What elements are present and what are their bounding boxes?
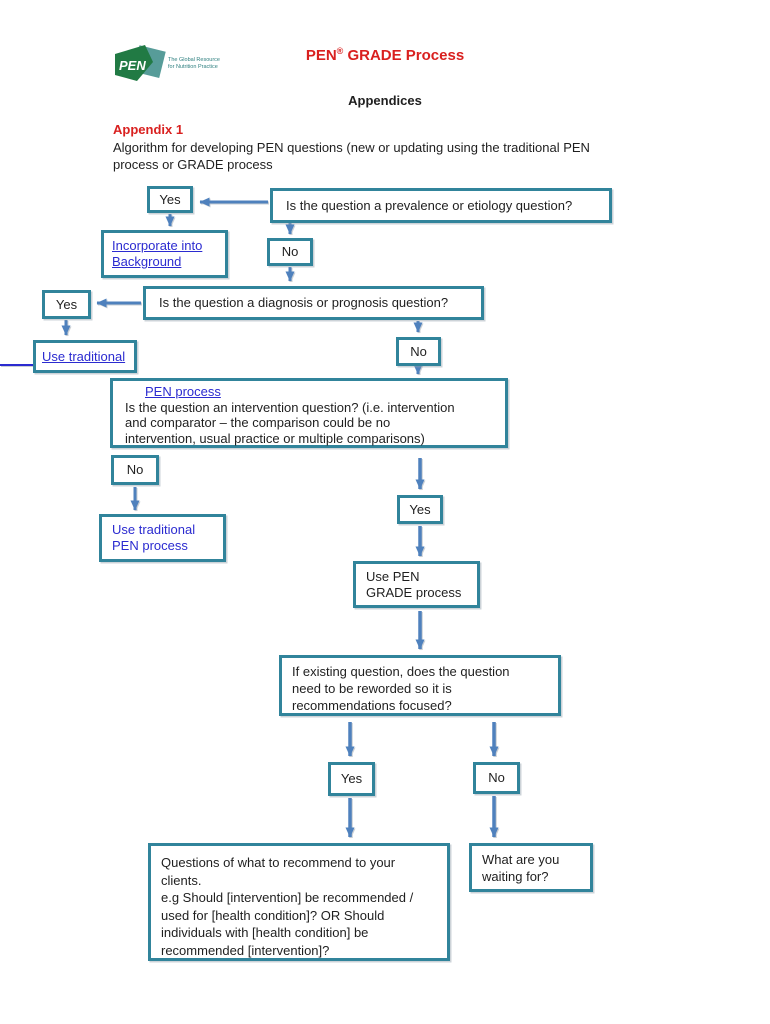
node-question-reword: If existing question, does the question … bbox=[279, 655, 561, 716]
node-no-intervention: No bbox=[111, 455, 159, 485]
node-label: No bbox=[410, 343, 427, 359]
title-pen: PEN bbox=[305, 47, 337, 64]
page-title: PEN® GRADE Process bbox=[0, 46, 770, 64]
pen-logo: PEN The Global Resource for Nutrition Pr… bbox=[110, 42, 240, 90]
node-label: Use PEN GRADE process bbox=[366, 568, 462, 600]
appendix-label: Appendix 1 bbox=[113, 122, 184, 137]
node-question-intervention: PEN process Is the question an intervent… bbox=[110, 378, 508, 448]
node-question-diagnosis: Is the question a diagnosis or prognosis… bbox=[143, 286, 484, 320]
node-use-traditional-pen: Use traditional PEN process bbox=[99, 514, 226, 562]
node-label: No bbox=[488, 770, 505, 785]
pen-process-link[interactable]: PEN process bbox=[145, 384, 221, 399]
node-label: Yes bbox=[159, 191, 181, 207]
logo-text: PEN bbox=[119, 58, 146, 73]
node-no-diagnosis: No bbox=[396, 337, 441, 366]
logo-tagline-line1: The Global Resource bbox=[168, 57, 220, 63]
node-label: No bbox=[281, 244, 299, 259]
incorporate-background-link[interactable]: Incorporate into Background bbox=[112, 238, 203, 269]
node-use-pen-grade: Use PEN GRADE process bbox=[353, 561, 480, 608]
node-use-traditional: Use traditional bbox=[33, 340, 137, 373]
title-rest: GRADE Process bbox=[343, 47, 465, 64]
intro-text: Algorithm for developing PEN questions (… bbox=[113, 140, 590, 172]
node-question-prevalence: Is the question a prevalence or etiology… bbox=[270, 188, 612, 223]
logo-green-shape bbox=[115, 45, 153, 81]
node-yes-diagnosis: Yes bbox=[42, 290, 91, 319]
node-questions-recommend: Questions of what to recommend to your c… bbox=[148, 843, 450, 961]
node-no-reword: No bbox=[473, 762, 520, 794]
pen-logo-graphic: PEN The Global Resource for Nutrition Pr… bbox=[115, 45, 220, 81]
node-yes-prevalence: Yes bbox=[147, 186, 193, 213]
logo-tagline-line2: for Nutrition Practice bbox=[168, 64, 218, 70]
node-label: Is the question a diagnosis or prognosis… bbox=[159, 295, 449, 310]
node-yes-reword: Yes bbox=[328, 762, 375, 796]
node-label: No bbox=[126, 462, 144, 477]
node-yes-intervention: Yes bbox=[397, 495, 443, 524]
node-what-are-you-waiting: What are you waiting for? bbox=[469, 843, 593, 892]
node-incorporate-background: Incorporate into Background bbox=[101, 230, 228, 278]
node-label: Use traditional PEN process bbox=[112, 522, 196, 553]
node-label: Is the question a prevalence or etiology… bbox=[286, 197, 573, 213]
registered-mark: ® bbox=[336, 46, 344, 56]
node-label: Yes bbox=[409, 501, 431, 517]
node-label: Yes bbox=[55, 296, 78, 312]
node-label: Yes bbox=[340, 771, 363, 786]
node-label: Is the question an intervention question… bbox=[125, 399, 455, 446]
appendices-heading: Appendices bbox=[348, 93, 422, 108]
node-no-prevalence: No bbox=[267, 238, 313, 266]
use-traditional-link[interactable]: Use traditional bbox=[42, 348, 126, 364]
